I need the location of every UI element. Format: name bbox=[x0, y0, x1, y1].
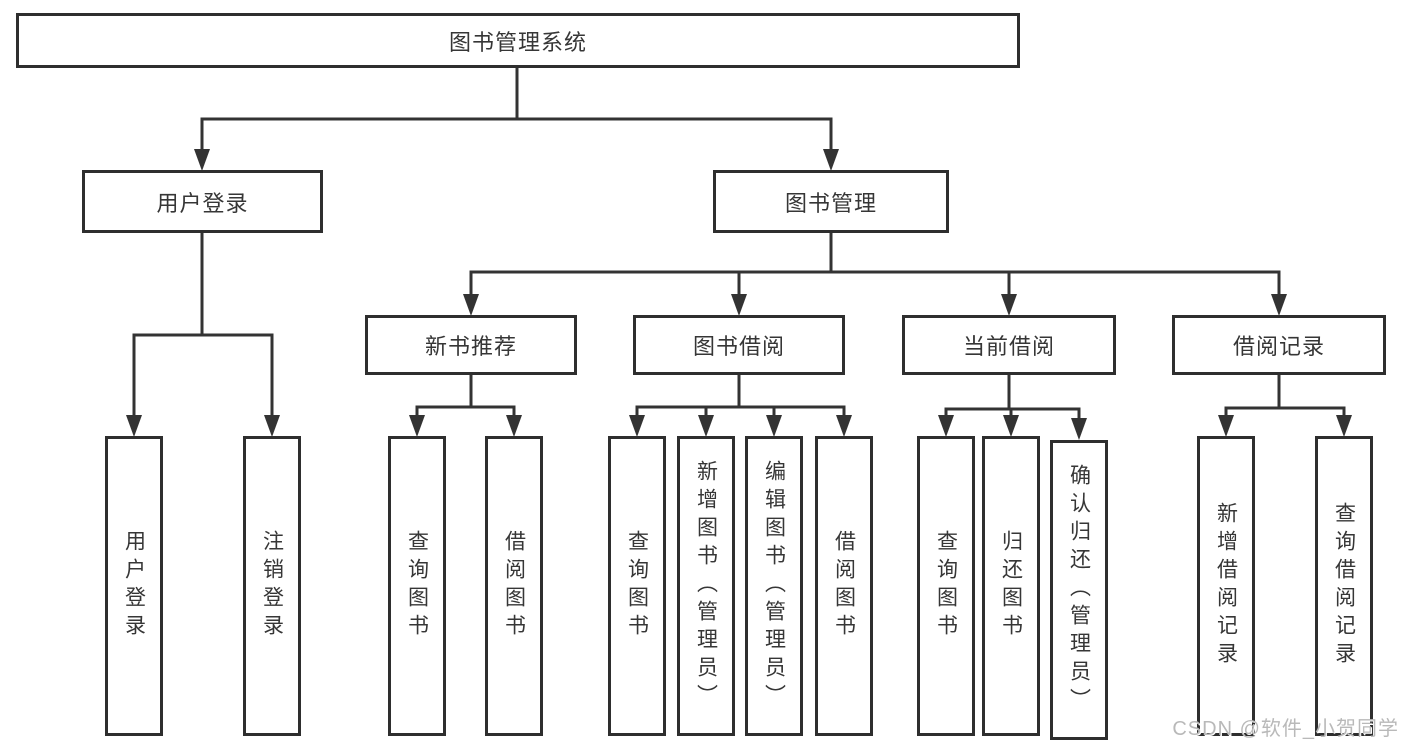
leaf-edit-book-admin: 编辑图书（管理员） bbox=[745, 436, 803, 736]
leaf-logout-label: 注销登录 bbox=[260, 530, 284, 642]
connector-newbook-to-leaves bbox=[415, 375, 516, 418]
node-book-borrow-label: 图书借阅 bbox=[692, 334, 785, 359]
leaf-query-books-borrow: 查询图书 bbox=[608, 436, 666, 736]
leaf-add-borrow-record-label: 新增借阅记录 bbox=[1214, 502, 1238, 670]
connector-records-to-leaves bbox=[1224, 375, 1346, 418]
node-library-system: 图书管理系统 bbox=[16, 13, 1020, 68]
leaf-query-books-newbook-label: 查询图书 bbox=[405, 530, 429, 642]
leaf-logout: 注销登录 bbox=[243, 436, 301, 736]
node-new-book-recommend-label: 新书推荐 bbox=[424, 334, 517, 359]
leaf-borrow-books-newbook: 借阅图书 bbox=[485, 436, 543, 736]
arrowheads bbox=[126, 149, 1352, 440]
node-current-borrow: 当前借阅 bbox=[902, 315, 1116, 375]
leaf-query-books-current-label: 查询图书 bbox=[934, 530, 958, 642]
connector-bookborrow-to-leaves bbox=[635, 375, 846, 418]
leaf-return-book-label: 归还图书 bbox=[999, 530, 1023, 642]
node-book-management: 图书管理 bbox=[713, 170, 949, 233]
leaf-add-book-admin: 新增图书（管理员） bbox=[677, 436, 735, 736]
leaf-confirm-return-admin: 确认归还（管理员） bbox=[1050, 440, 1108, 740]
node-user-login: 用户登录 bbox=[82, 170, 323, 233]
node-borrow-records-label: 借阅记录 bbox=[1232, 334, 1325, 359]
connector-bookmgmt-to-level2 bbox=[469, 233, 1281, 297]
leaf-confirm-return-admin-label: 确认归还（管理员） bbox=[1067, 464, 1091, 716]
leaf-add-borrow-record: 新增借阅记录 bbox=[1197, 436, 1255, 736]
leaf-query-books-newbook: 查询图书 bbox=[388, 436, 446, 736]
node-library-system-label: 图书管理系统 bbox=[448, 29, 587, 55]
connector-userlogin-to-leaves bbox=[132, 233, 274, 418]
node-new-book-recommend: 新书推荐 bbox=[365, 315, 577, 375]
leaf-borrow-books-borrow-label: 借阅图书 bbox=[832, 530, 856, 642]
node-borrow-records: 借阅记录 bbox=[1172, 315, 1386, 375]
leaf-add-book-admin-label: 新增图书（管理员） bbox=[694, 460, 718, 712]
leaf-return-book: 归还图书 bbox=[982, 436, 1040, 736]
node-user-login-label: 用户登录 bbox=[156, 190, 249, 216]
node-book-management-label: 图书管理 bbox=[784, 190, 877, 216]
node-current-borrow-label: 当前借阅 bbox=[962, 334, 1055, 359]
leaf-edit-book-admin-label: 编辑图书（管理员） bbox=[762, 460, 786, 712]
leaf-user-login-label: 用户登录 bbox=[122, 530, 146, 642]
leaf-borrow-books-newbook-label: 借阅图书 bbox=[502, 530, 526, 642]
leaf-query-borrow-record-label: 查询借阅记录 bbox=[1332, 502, 1356, 670]
leaf-user-login: 用户登录 bbox=[105, 436, 163, 736]
node-book-borrow: 图书借阅 bbox=[633, 315, 845, 375]
leaf-query-books-current: 查询图书 bbox=[917, 436, 975, 736]
leaf-borrow-books-borrow: 借阅图书 bbox=[815, 436, 873, 736]
leaf-query-books-borrow-label: 查询图书 bbox=[625, 530, 649, 642]
connector-root-to-level1 bbox=[200, 68, 833, 152]
leaf-query-borrow-record: 查询借阅记录 bbox=[1315, 436, 1373, 736]
connector-currentborrow-to-leaves bbox=[944, 375, 1081, 420]
